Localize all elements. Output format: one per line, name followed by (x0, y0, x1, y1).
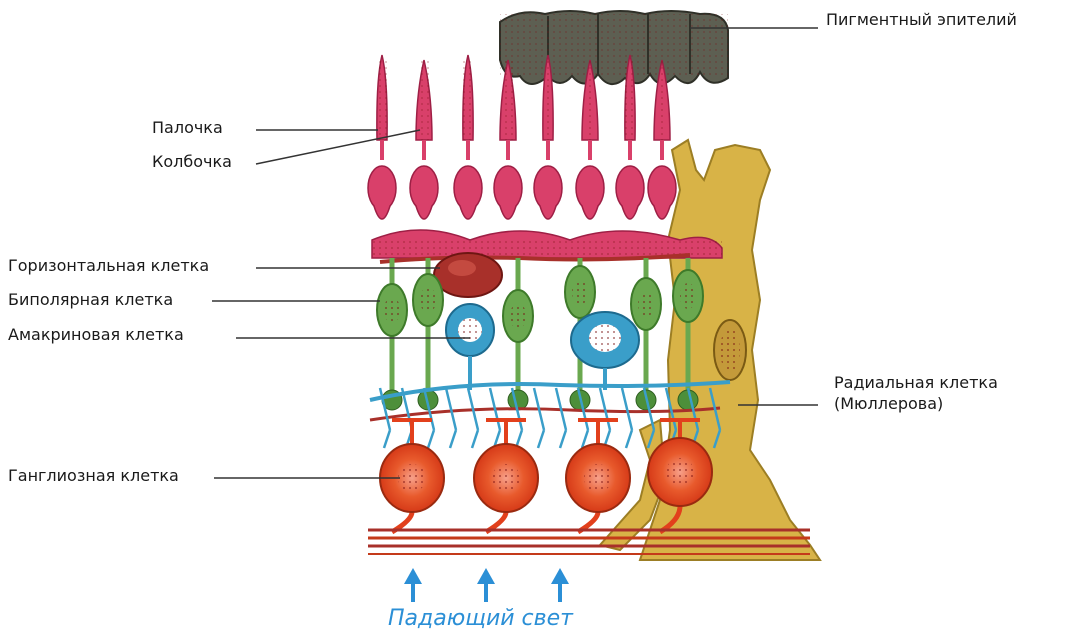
label-pigment-epithelium: Пигментный эпителий (826, 10, 1017, 29)
label-cone: Колбочка (152, 152, 232, 171)
label-ganglion-cell: Ганглиозная клетка (8, 466, 179, 485)
pigment-epithelium (500, 11, 728, 84)
bipolar-cell (377, 258, 407, 410)
label-incident-light: Падающий свет (388, 606, 573, 631)
label-radial-cell: Радиальная клетка (834, 373, 998, 392)
label-bipolar-cell: Биполярная клетка (8, 290, 173, 309)
light-arrow-icon (477, 568, 495, 602)
label-radial-cell-sub: (Мюллерова) (834, 394, 943, 413)
ganglion-cell (474, 420, 538, 532)
cone-cell (494, 60, 522, 219)
rod-cell (454, 55, 482, 219)
rod-cell (368, 55, 396, 219)
light-arrows (404, 568, 569, 602)
cone-cell (648, 60, 676, 219)
cone-cell (576, 60, 604, 219)
ganglion-cell (380, 420, 444, 532)
label-rod: Палочка (152, 118, 223, 137)
label-amacrine-cell: Амакриновая клетка (8, 325, 184, 344)
label-horizontal-cell: Горизонтальная клетка (8, 256, 209, 275)
bipolar-cell (503, 258, 533, 410)
cone-cell (410, 60, 438, 219)
light-arrow-icon (404, 568, 422, 602)
amacrine-cells (446, 304, 639, 368)
leader-cone (256, 130, 420, 164)
light-arrow-icon (551, 568, 569, 602)
ganglion-cell (566, 420, 630, 532)
